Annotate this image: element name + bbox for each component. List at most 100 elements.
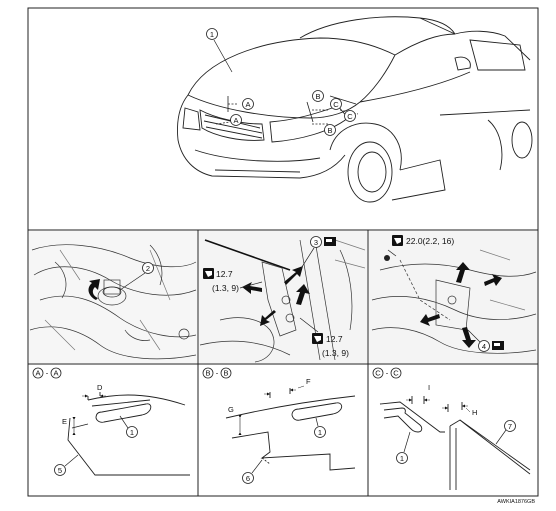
hood-rear-edge [187,37,396,96]
arrow-up-small-icon [296,284,310,305]
svg-text:A: A [35,369,40,378]
section-circle-icon [242,98,254,110]
svg-text:5: 5 [58,466,62,475]
svg-text:12.7: 12.7 [326,334,343,344]
svg-text:22.0(2.2, 16): 22.0(2.2, 16) [406,236,454,246]
callout-circle-icon [54,464,66,476]
middle-left-illustration [29,231,197,363]
hood-side-edge [359,54,396,103]
section-circle-icon [372,367,384,379]
a-pillar [419,17,456,35]
section-circle-icon [202,367,214,379]
rotation-arrow-icon [88,279,100,300]
svg-text:B: B [327,126,332,135]
callout-circle-icon [242,472,254,484]
svg-text:1: 1 [210,30,214,39]
section-circle-icon [50,367,62,379]
seal-section [95,403,152,423]
front-wheel [347,141,393,203]
middle-center-illustration [199,231,367,363]
bumper-outline [177,94,346,179]
section-cc-drawing [379,396,531,490]
svg-text:C: C [333,100,339,109]
callout-3: 3 [299,236,336,271]
svg-text:2: 2 [146,264,150,273]
arrow-left-icon [420,314,440,326]
wheel-arch [329,122,402,171]
grille [199,109,265,141]
svg-text:6: 6 [246,474,250,483]
side-window [469,39,526,71]
section-cc-callout-7: 7 [495,420,516,445]
svg-text:-: - [216,369,219,378]
svg-text:B: B [315,92,320,101]
arrow-up-icon [456,262,470,283]
callout-circle-icon [478,340,490,352]
windshield-base [394,33,456,56]
body-panel-outer [449,419,531,471]
svg-text:C: C [375,369,381,378]
wheel-rim [357,151,387,193]
dimension-d: D [82,383,106,398]
section-mark-b-lower: B [324,124,336,136]
cut-c [329,95,357,105]
section-mark-a-upper: A [242,98,254,110]
section-circle-icon [32,367,44,379]
hood-front-edge [187,94,361,119]
fender-crease [359,71,471,103]
section-cc-title: C - C [372,367,402,379]
section-mark-b-upper: B [312,90,324,102]
svg-text:(1.3, 9): (1.3, 9) [322,348,349,358]
section-circle-icon [324,124,336,136]
svg-text:B: B [205,369,210,378]
dimension-e: E [62,417,76,435]
dimension-f: F [264,377,311,396]
section-mark-a-lower: A [230,114,242,126]
svg-text:A: A [233,116,238,125]
torque-spec-1: 12.7 (1.3, 9) [203,268,263,293]
section-circle-icon [330,98,342,110]
svg-text:1: 1 [130,428,134,437]
svg-text:1: 1 [318,428,322,437]
torque-spec-3: 22.0(2.2, 16) [384,235,454,261]
section-aa-drawing [67,392,190,476]
section-circle-icon [220,367,232,379]
svg-text:H: H [472,408,477,417]
seal-section [291,402,343,421]
svg-text:C: C [347,112,353,121]
dimension-g: G [228,405,242,435]
svg-text:-: - [386,369,389,378]
svg-text:B: B [223,369,228,378]
car-illustration [177,16,533,203]
svg-text:4: 4 [482,342,486,351]
callout-circle-icon [396,452,408,464]
svg-text:A: A [245,100,250,109]
hood-panel [379,401,445,433]
body-panel [67,417,190,476]
cut-b [306,101,314,123]
body-side-line [439,109,531,116]
section-bb-drawing [225,388,356,471]
section-circle-icon [312,90,324,102]
section-circle-icon [230,114,242,126]
section-aa-callout-1: 1 [119,415,138,438]
svg-text:3: 3 [314,238,318,247]
rear-door-edge [487,119,503,171]
arrow-down-icon [260,310,276,326]
svg-text:7: 7 [508,422,512,431]
torque-spec-2: 12.7 (1.3, 9) [299,317,349,358]
headlamp-left [182,107,201,131]
callout-2: 2 [119,262,154,291]
section-bb-callout-6: 6 [242,459,263,484]
section-bb-title: B - B [202,367,232,379]
callout-circle-icon [310,236,322,248]
figure-frame [27,7,539,497]
bumper-lip [214,169,301,173]
side-mirror [454,56,471,71]
callout-circle-icon [142,262,154,274]
section-mark-c-lower: C [344,110,356,122]
svg-text:C: C [393,369,399,378]
arrow-right-icon [484,274,502,286]
